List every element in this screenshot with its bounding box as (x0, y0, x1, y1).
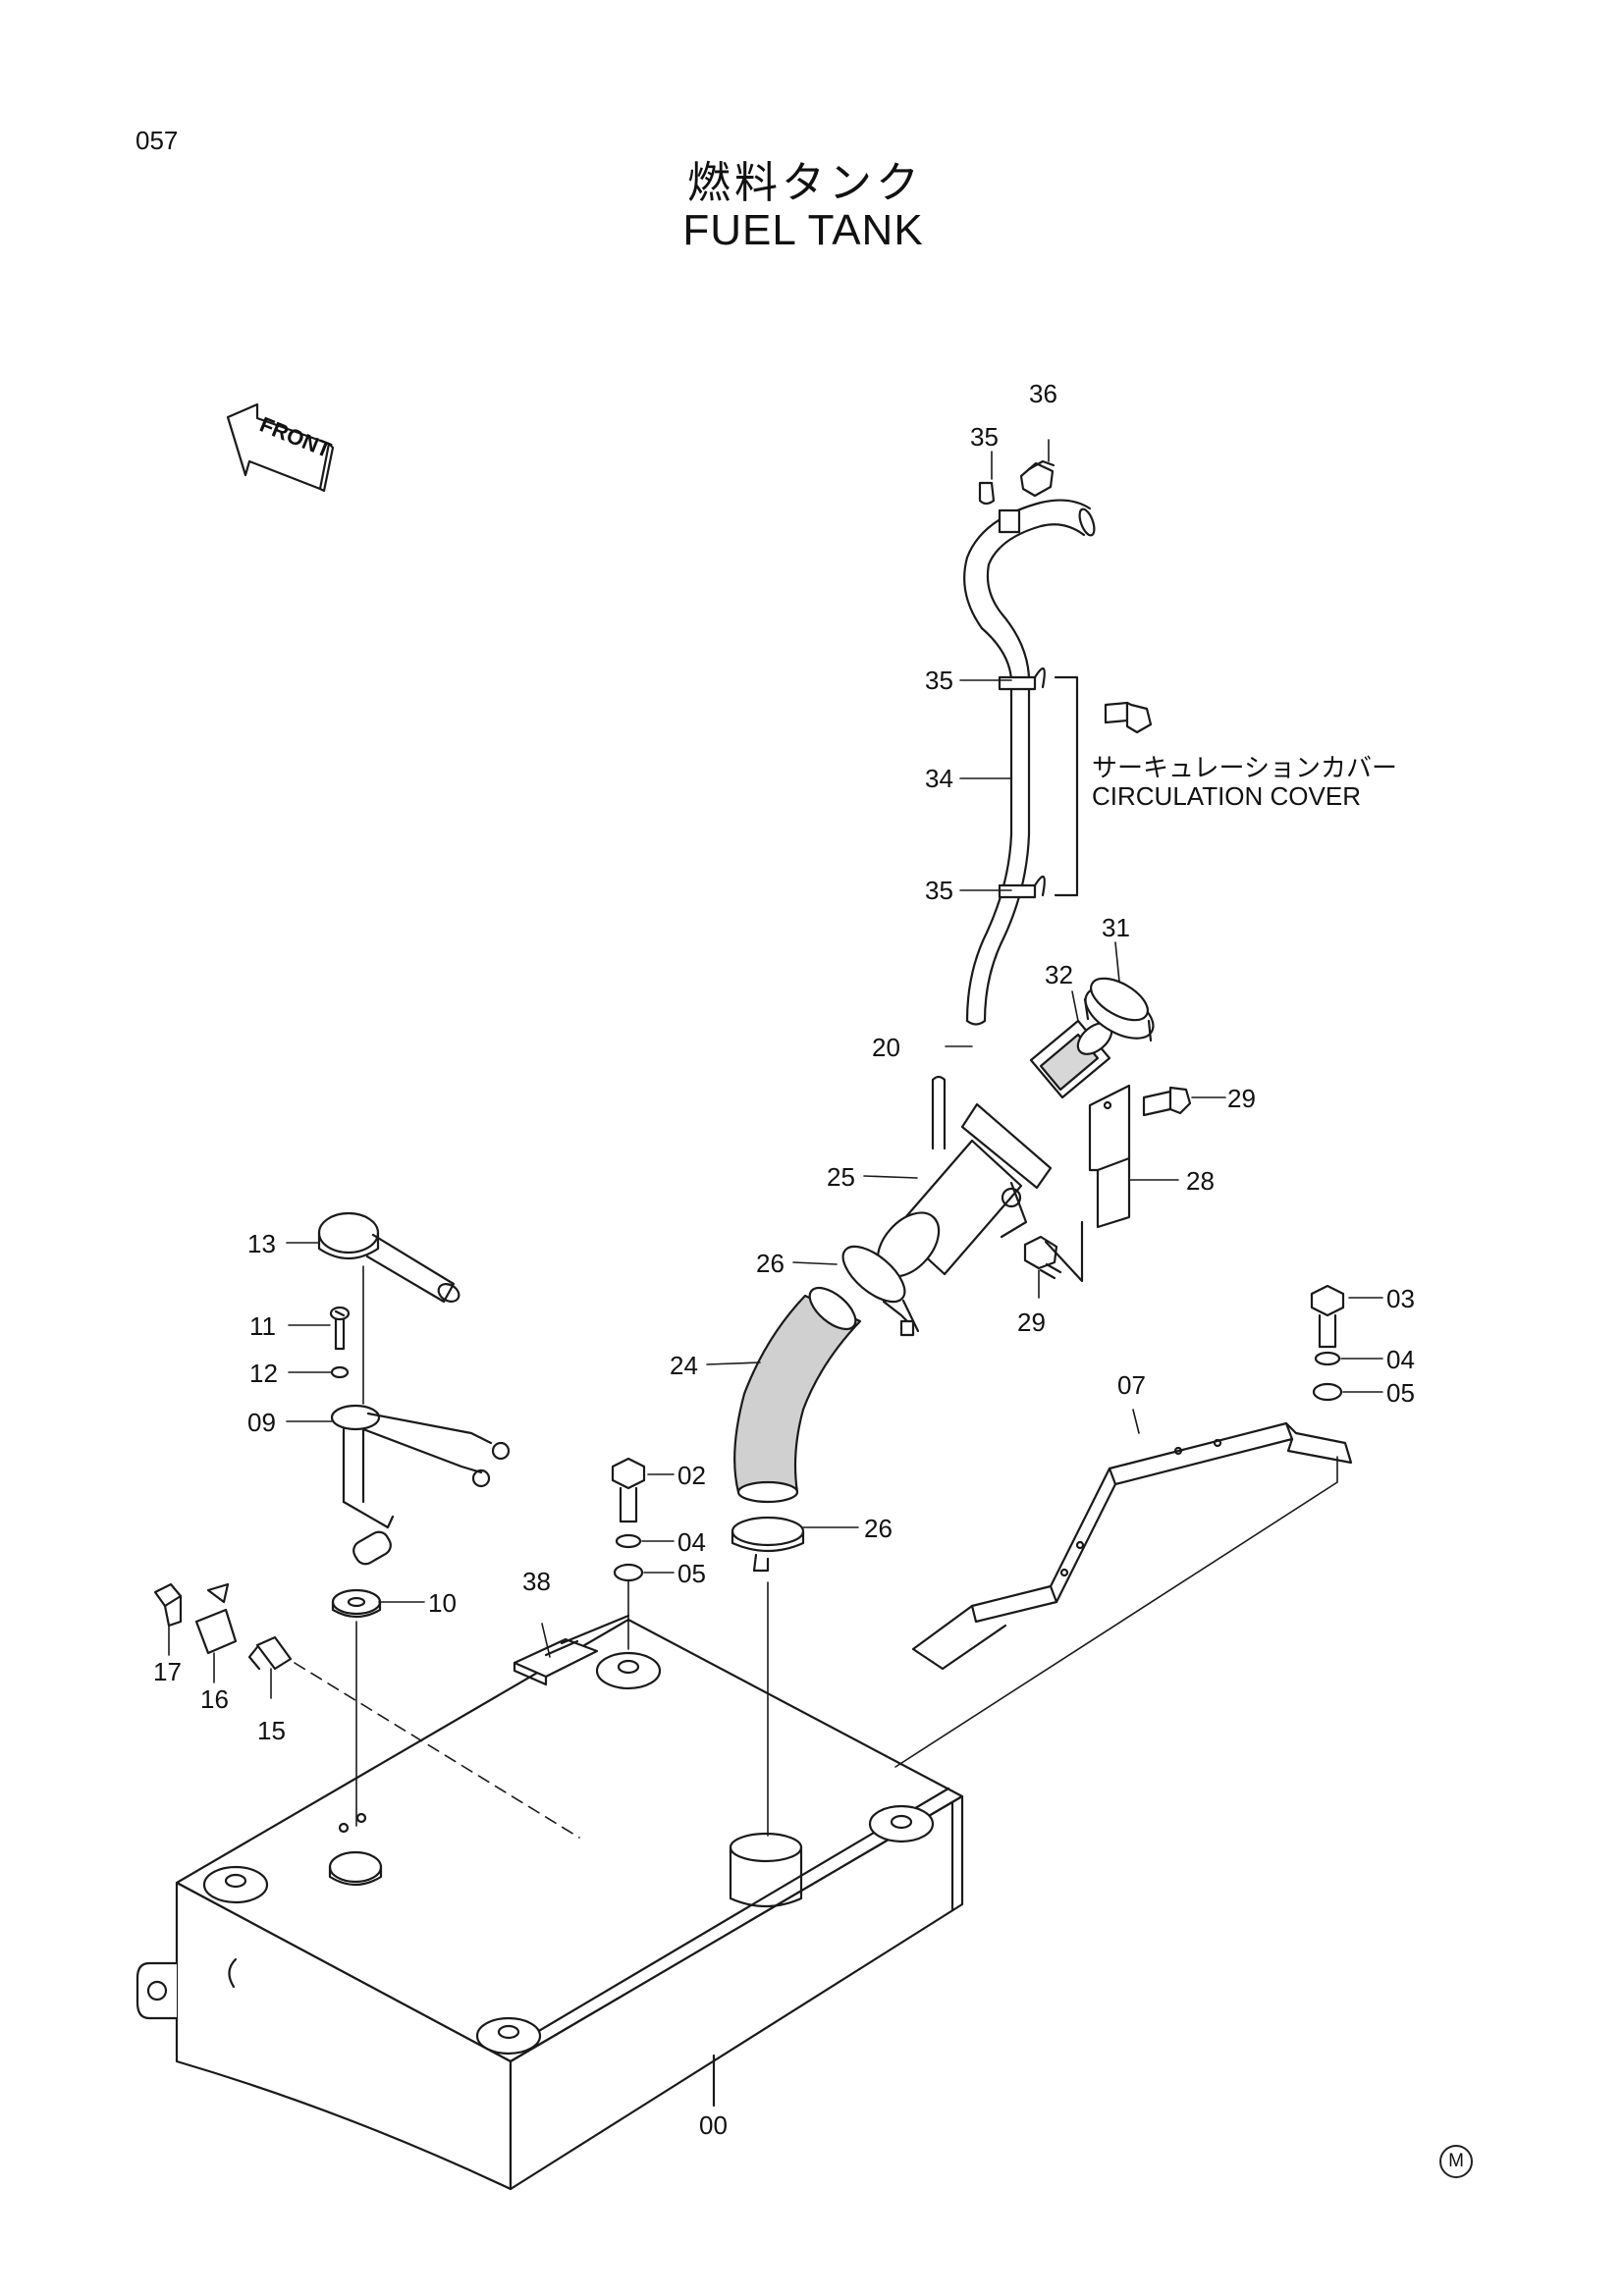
bolt-29-lower (1023, 1235, 1062, 1280)
bolt-02 (611, 1457, 646, 1523)
callout-38: 38 (522, 1567, 551, 1596)
callout-31: 31 (1102, 913, 1130, 942)
fuel-cap (1083, 977, 1155, 1042)
callout-26-lower: 26 (864, 1514, 893, 1543)
callout-34: 34 (925, 764, 953, 793)
callout-05-right: 05 (1386, 1378, 1415, 1408)
page-number: 057 (135, 126, 179, 155)
callout-35-middle: 35 (925, 666, 953, 695)
drain-cock-16 (194, 1582, 238, 1655)
callout-26-upper: 26 (756, 1249, 785, 1278)
shim-38 (513, 1637, 599, 1686)
callout-11: 11 (249, 1311, 276, 1341)
circulation-cover-bolt (1104, 701, 1153, 734)
callout-29-upper: 29 (1227, 1084, 1256, 1113)
callout-10: 10 (428, 1588, 457, 1618)
bolt-29-upper (1142, 1086, 1192, 1117)
callout-04-left: 04 (677, 1527, 706, 1557)
callout-07: 07 (1117, 1370, 1146, 1400)
callout-00: 00 (699, 2110, 728, 2140)
circulation-cover-label-en: CIRCULATION COVER (1092, 781, 1361, 811)
callout-36: 36 (1029, 379, 1057, 408)
callout-15: 15 (257, 1716, 286, 1745)
callout-28: 28 (1186, 1166, 1215, 1196)
washer-04-left (615, 1533, 642, 1549)
filler-hose (733, 1286, 862, 1504)
callout-20: 20 (872, 1033, 900, 1062)
bolt-36 (1019, 459, 1056, 498)
elbow-15 (247, 1635, 293, 1671)
callout-24: 24 (670, 1351, 698, 1380)
fuel-level-sender (330, 1404, 511, 1566)
hose-clamp-26-lower (731, 1516, 805, 1573)
support-bracket-07 (911, 1421, 1353, 1671)
callout-32: 32 (1045, 960, 1073, 989)
washer-05-left (613, 1563, 644, 1582)
breather-pipe (963, 499, 1096, 1026)
callout-04-right: 04 (1386, 1345, 1415, 1374)
callout-25: 25 (827, 1162, 855, 1192)
callout-29-lower: 29 (1017, 1308, 1046, 1337)
callout-35-lower: 35 (925, 876, 953, 905)
page-title-japanese: 燃料タンク (687, 158, 923, 208)
filler-screen (1029, 1019, 1113, 1099)
callout-12: 12 (249, 1359, 278, 1388)
page-title-english: FUEL TANK (682, 206, 924, 254)
washer-04-right (1314, 1351, 1341, 1366)
fuel-tank-body (135, 1618, 964, 2191)
washer-05-right (1312, 1382, 1343, 1402)
sender-gasket-10 (331, 1588, 382, 1619)
plug-17 (153, 1582, 183, 1628)
screw-11 (329, 1306, 351, 1351)
callout-35-top: 35 (970, 422, 999, 452)
callout-03: 03 (1386, 1284, 1415, 1313)
callout-17: 17 (153, 1657, 182, 1686)
filler-neck (876, 1075, 1053, 1278)
leader-lines (168, 439, 1383, 1699)
bolt-03 (1310, 1284, 1345, 1349)
callout-09: 09 (247, 1408, 276, 1437)
callout-13: 13 (247, 1229, 276, 1258)
lock-washer-12 (330, 1365, 350, 1379)
hose-clamp-26-upper (841, 1245, 920, 1337)
callout-16: 16 (200, 1684, 229, 1714)
front-arrow-icon: FRONT (226, 402, 335, 493)
level-gauge-cap (317, 1211, 460, 1304)
callout-05-left: 05 (677, 1559, 706, 1588)
circulation-cover-label-jp: サーキュレーションカバー (1092, 754, 1397, 783)
model-mark: M (1439, 2145, 1473, 2178)
callout-02: 02 (677, 1461, 706, 1490)
